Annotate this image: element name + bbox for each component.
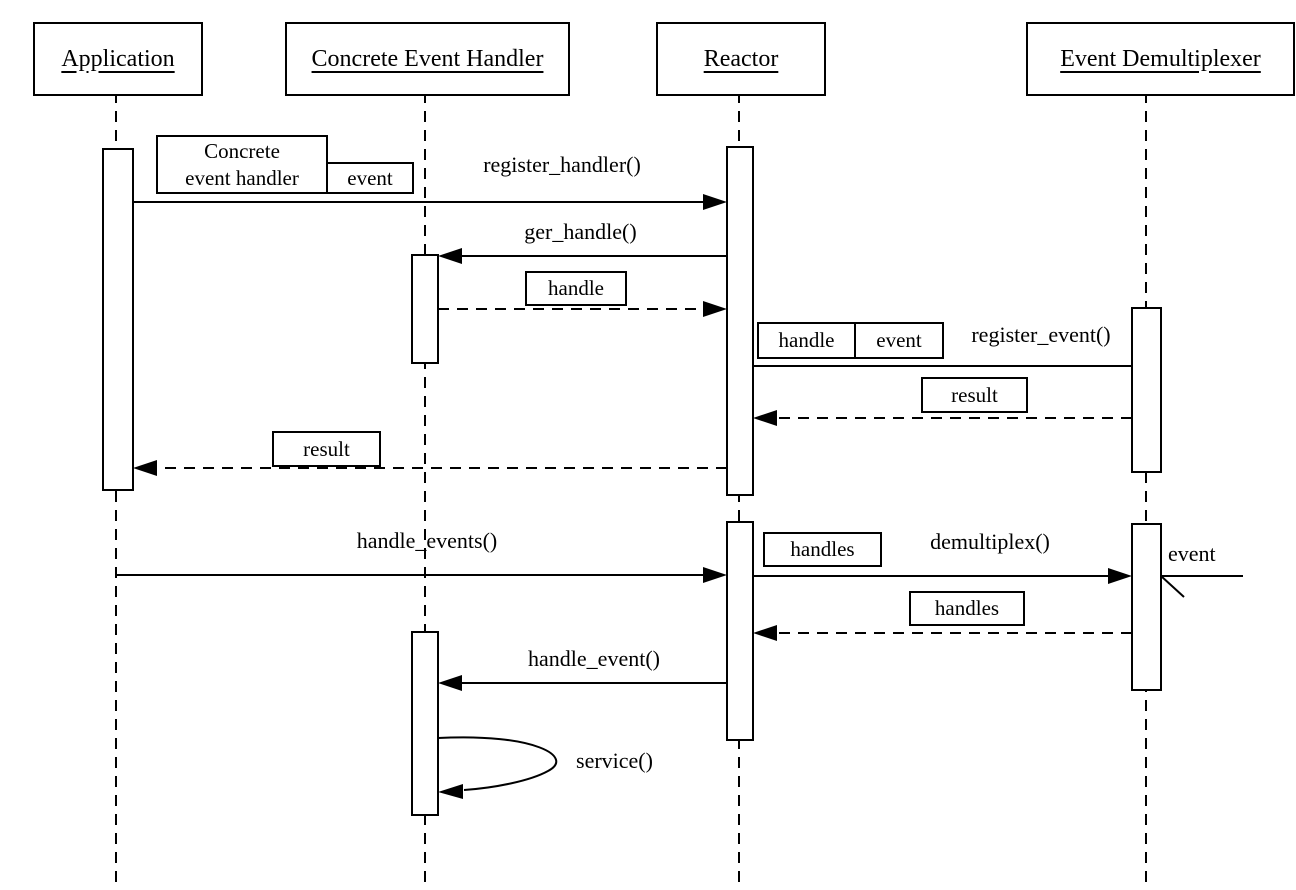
message-label-register-event: register_event(): [971, 322, 1111, 347]
activation-event-demultiplexer-1: [1131, 307, 1162, 473]
participant-reactor-label: Reactor: [703, 45, 779, 72]
message-label-handle-event: handle_event(): [528, 646, 660, 671]
arrow-demultiplex: [753, 568, 1132, 584]
message-label-handle-events: handle_events(): [356, 528, 498, 553]
activation-reactor-2: [726, 521, 754, 741]
message-label-demultiplex: demultiplex(): [930, 529, 1050, 554]
activation-concrete-event-handler-1: [411, 254, 439, 364]
arrow-ger-handle: [438, 248, 727, 264]
message-label-service: service(): [576, 748, 653, 773]
arrow-handle-return: [438, 301, 727, 317]
return-box-result-1: result: [921, 377, 1028, 413]
param-box-handles: handles: [763, 532, 882, 567]
participant-application-label: Application: [61, 45, 175, 72]
participant-application: Application: [33, 22, 203, 96]
participant-concrete-event-handler-label: Concrete Event Handler: [311, 45, 544, 72]
message-label-ger-handle: ger_handle(): [524, 219, 637, 244]
param-box-concrete-line2: event handler: [185, 165, 299, 190]
arrow-handles-return: [753, 625, 1132, 641]
message-label-event: event: [1168, 541, 1216, 566]
participant-concrete-event-handler: Concrete Event Handler: [285, 22, 570, 96]
arrow-register-handler: [133, 194, 727, 210]
param-cell-handle: handle: [759, 324, 856, 357]
participant-reactor: Reactor: [656, 22, 826, 96]
arrow-service-self-loop: [437, 736, 558, 799]
arrow-result-to-reactor: [753, 410, 1132, 426]
return-box-handle: handle: [525, 271, 627, 306]
activation-event-demultiplexer-2: [1131, 523, 1162, 691]
param-cell-event: event: [876, 328, 922, 352]
return-box-result-2: result: [272, 431, 381, 467]
arrow-event-external: [1160, 575, 1243, 598]
activation-application: [102, 148, 134, 491]
activation-reactor-1: [726, 146, 754, 496]
activation-concrete-event-handler-2: [411, 631, 439, 816]
param-box-concrete-line1: Concrete: [204, 139, 280, 164]
message-label-register-handler: register_handler(): [483, 152, 641, 177]
arrow-result-to-application: [133, 460, 727, 476]
participant-event-demultiplexer-label: Event Demultiplexer: [1060, 45, 1261, 72]
param-box-event-1-label: event: [347, 165, 393, 190]
participant-event-demultiplexer: Event Demultiplexer: [1026, 22, 1295, 96]
arrow-handle-events: [116, 567, 727, 583]
param-box-handle-event: handle event: [757, 322, 944, 359]
return-box-handles: handles: [909, 591, 1025, 626]
arrow-handle-event: [438, 675, 727, 691]
param-box-event-1: event: [326, 162, 414, 194]
param-box-concrete-event-handler: Concrete event handler: [156, 135, 328, 194]
